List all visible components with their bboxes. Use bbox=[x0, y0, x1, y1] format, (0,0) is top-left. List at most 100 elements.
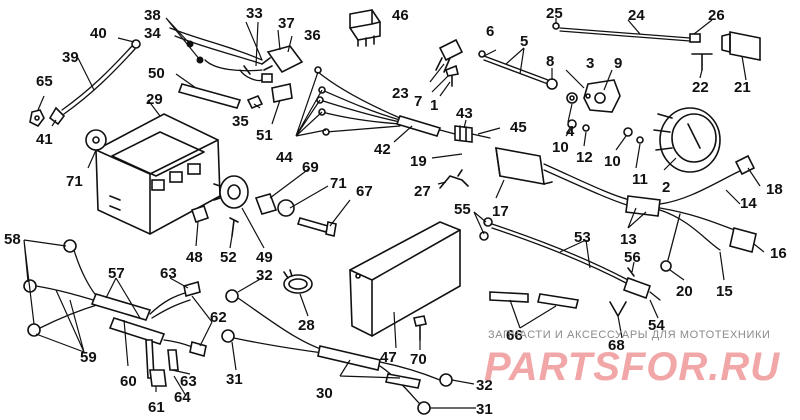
callout-12: 12 bbox=[576, 149, 593, 166]
callout-50: 50 bbox=[148, 65, 165, 82]
callout-43: 43 bbox=[456, 105, 473, 122]
callout-67: 67 bbox=[356, 183, 373, 200]
watermark-brand: PARTSFOR.RU bbox=[484, 345, 780, 389]
part-relay-46 bbox=[349, 9, 381, 47]
callout-14: 14 bbox=[740, 195, 757, 212]
callout-41: 41 bbox=[36, 131, 53, 148]
callout-58: 58 bbox=[4, 231, 21, 248]
part-clip-68 bbox=[609, 301, 627, 317]
watermark-tagline: ЗАПЧАСТИ И АКСЕССУАРЫ ДЛЯ МОТОТЕХНИКИ bbox=[488, 329, 770, 341]
callout-11: 11 bbox=[632, 171, 648, 188]
callout-32b: 32 bbox=[476, 377, 493, 394]
part-harness-44 bbox=[314, 66, 491, 143]
callout-40: 40 bbox=[90, 25, 107, 42]
callout-62: 62 bbox=[210, 309, 227, 326]
callout-71a: 71 bbox=[66, 173, 83, 190]
callout-18: 18 bbox=[766, 181, 783, 198]
part-sleeve-66a bbox=[489, 291, 529, 303]
part-terminal-block-23 bbox=[435, 38, 464, 73]
callout-52: 52 bbox=[220, 249, 237, 266]
callout-28: 28 bbox=[298, 317, 315, 334]
callout-6: 6 bbox=[486, 23, 494, 40]
part-washer-71b bbox=[277, 199, 295, 217]
part-bracket-9 bbox=[583, 79, 621, 113]
part-harness-lower-left bbox=[23, 239, 207, 387]
part-plug-21 bbox=[721, 31, 761, 61]
part-washer-12 bbox=[582, 124, 590, 132]
callout-17: 17 bbox=[492, 203, 509, 220]
part-washer-71a bbox=[85, 129, 107, 151]
callout-47: 47 bbox=[380, 349, 397, 366]
part-connector-36 bbox=[261, 45, 304, 83]
callout-68: 68 bbox=[608, 337, 625, 354]
callout-19: 19 bbox=[410, 153, 427, 170]
part-nut-11 bbox=[636, 136, 644, 144]
callout-30: 30 bbox=[316, 385, 333, 402]
callout-20: 20 bbox=[676, 283, 693, 300]
callout-9: 9 bbox=[614, 55, 622, 72]
callout-51: 51 bbox=[256, 127, 273, 144]
part-screw-52 bbox=[229, 217, 239, 237]
callout-37: 37 bbox=[278, 15, 295, 32]
callout-27: 27 bbox=[414, 183, 431, 200]
callout-34: 34 bbox=[144, 25, 161, 42]
part-nut-65 bbox=[29, 109, 45, 128]
callout-1: 1 bbox=[430, 97, 438, 114]
callout-63b: 63 bbox=[180, 373, 197, 390]
part-sleeve-50 bbox=[177, 83, 242, 109]
part-clamp-28 bbox=[283, 269, 313, 294]
callout-45: 45 bbox=[510, 119, 527, 136]
part-bushing-51 bbox=[271, 83, 293, 103]
part-screw-70 bbox=[413, 315, 427, 341]
callout-23: 23 bbox=[392, 85, 409, 102]
callout-33: 33 bbox=[246, 5, 263, 22]
part-screw-22 bbox=[691, 53, 713, 71]
part-module-47 bbox=[349, 221, 461, 337]
part-harness-lower-centre bbox=[221, 289, 453, 415]
watermark: ЗАПЧАСТИ И АКСЕССУАРЫ ДЛЯ МОТОТЕХНИКИ PA… bbox=[484, 329, 780, 389]
callout-54: 54 bbox=[648, 317, 665, 334]
part-screw-1 bbox=[445, 64, 459, 87]
callout-31a: 31 bbox=[226, 371, 243, 388]
callout-13: 13 bbox=[620, 231, 637, 248]
part-lead-5 bbox=[478, 50, 558, 90]
callout-65: 65 bbox=[36, 73, 53, 90]
callout-55: 55 bbox=[454, 201, 471, 218]
callout-48: 48 bbox=[186, 249, 203, 266]
callout-10b: 10 bbox=[604, 153, 621, 170]
callout-4: 4 bbox=[566, 123, 575, 140]
callout-60: 60 bbox=[120, 373, 137, 390]
callout-25: 25 bbox=[546, 5, 563, 22]
callout-57: 57 bbox=[108, 265, 125, 282]
part-gauge-2 bbox=[653, 107, 721, 173]
part-ground-strap bbox=[48, 39, 141, 126]
leader-lines bbox=[23, 17, 765, 409]
part-cable-24 bbox=[552, 22, 701, 43]
callout-39: 39 bbox=[62, 49, 79, 66]
callout-22: 22 bbox=[692, 79, 709, 96]
callout-8: 8 bbox=[546, 53, 554, 70]
callout-36: 36 bbox=[304, 27, 321, 44]
part-harness-13 bbox=[625, 154, 757, 272]
callout-7: 7 bbox=[414, 93, 422, 110]
callout-42: 42 bbox=[374, 141, 391, 158]
callout-31b: 31 bbox=[476, 401, 493, 418]
part-lead-53 bbox=[479, 217, 661, 301]
part-washer-4 bbox=[566, 92, 578, 104]
callout-24: 24 bbox=[628, 7, 645, 24]
callout-5: 5 bbox=[520, 33, 528, 50]
callout-46: 46 bbox=[392, 7, 409, 24]
callout-61: 61 bbox=[148, 399, 165, 416]
part-clip-27 bbox=[439, 169, 469, 189]
callout-63a: 63 bbox=[160, 265, 177, 282]
part-control-box-29 bbox=[95, 113, 221, 235]
callout-69: 69 bbox=[302, 159, 319, 176]
callout-49: 49 bbox=[256, 249, 273, 266]
part-switch-17 bbox=[495, 147, 631, 207]
callout-32a: 32 bbox=[256, 267, 273, 284]
callout-15: 15 bbox=[716, 283, 733, 300]
part-harness-upper bbox=[169, 27, 263, 82]
callout-16: 16 bbox=[770, 245, 787, 262]
part-grommet-49 bbox=[213, 175, 249, 209]
